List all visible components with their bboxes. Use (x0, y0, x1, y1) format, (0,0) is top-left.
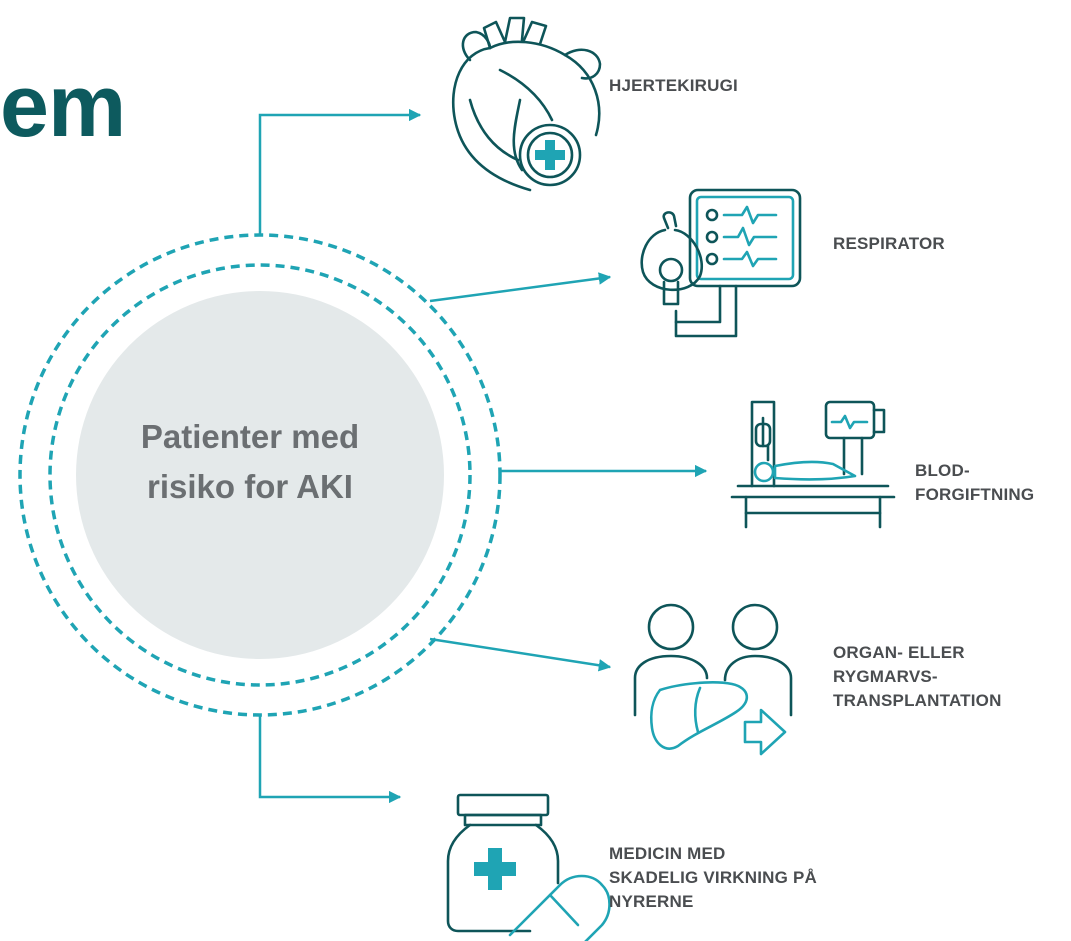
inner-dashed-ring (48, 263, 472, 687)
label-heart-surgery-line-1: HJERTEKIRUGI (609, 76, 738, 95)
label-transplant-line-1: ORGAN- ELLER (833, 643, 965, 662)
page-title-fragment: em (0, 56, 126, 155)
label-transplant-line-3: TRANSPLANTATION (833, 691, 1002, 711)
center-label-line-2: risiko for AKI (147, 467, 353, 505)
label-medication-line-1: MEDICIN MED (609, 844, 726, 863)
hospital-bed-icon (730, 400, 896, 529)
medicine-icon (446, 793, 611, 941)
label-medication: MEDICIN MED SKADELIG VIRKNING PÅ NYRERNE (609, 842, 817, 914)
organ-transplant-icon (633, 603, 793, 756)
connector-respirator (429, 272, 612, 303)
connector-transplant (429, 637, 612, 672)
connector-heart-surgery (258, 108, 422, 234)
label-sepsis-line-1: BLOD- (915, 461, 970, 480)
label-respirator-line-1: RESPIRATOR (833, 234, 945, 253)
label-transplant-line-2: RYGMARVS- (833, 667, 938, 687)
label-sepsis: BLOD- FORGIFTNING (915, 459, 1034, 507)
label-heart-surgery: HJERTEKIRUGI (609, 74, 738, 98)
center-label: Patienter med risiko for AKI (100, 412, 400, 511)
respirator-icon (640, 188, 802, 338)
heart-surgery-icon (451, 16, 602, 192)
label-sepsis-line-2: FORGIFTNING (915, 485, 1035, 505)
label-transplant: ORGAN- ELLER RYGMARVS- TRANSPLANTATION (833, 641, 1002, 713)
label-medication-line-2: SKADELIG VIRKNING PÅ (609, 868, 818, 888)
connector-medication (258, 714, 402, 804)
center-label-line-1: Patienter med (140, 418, 360, 455)
center-circle (76, 291, 444, 659)
label-respirator: RESPIRATOR (833, 232, 945, 256)
label-medication-line-3: NYRERNE (609, 892, 694, 912)
